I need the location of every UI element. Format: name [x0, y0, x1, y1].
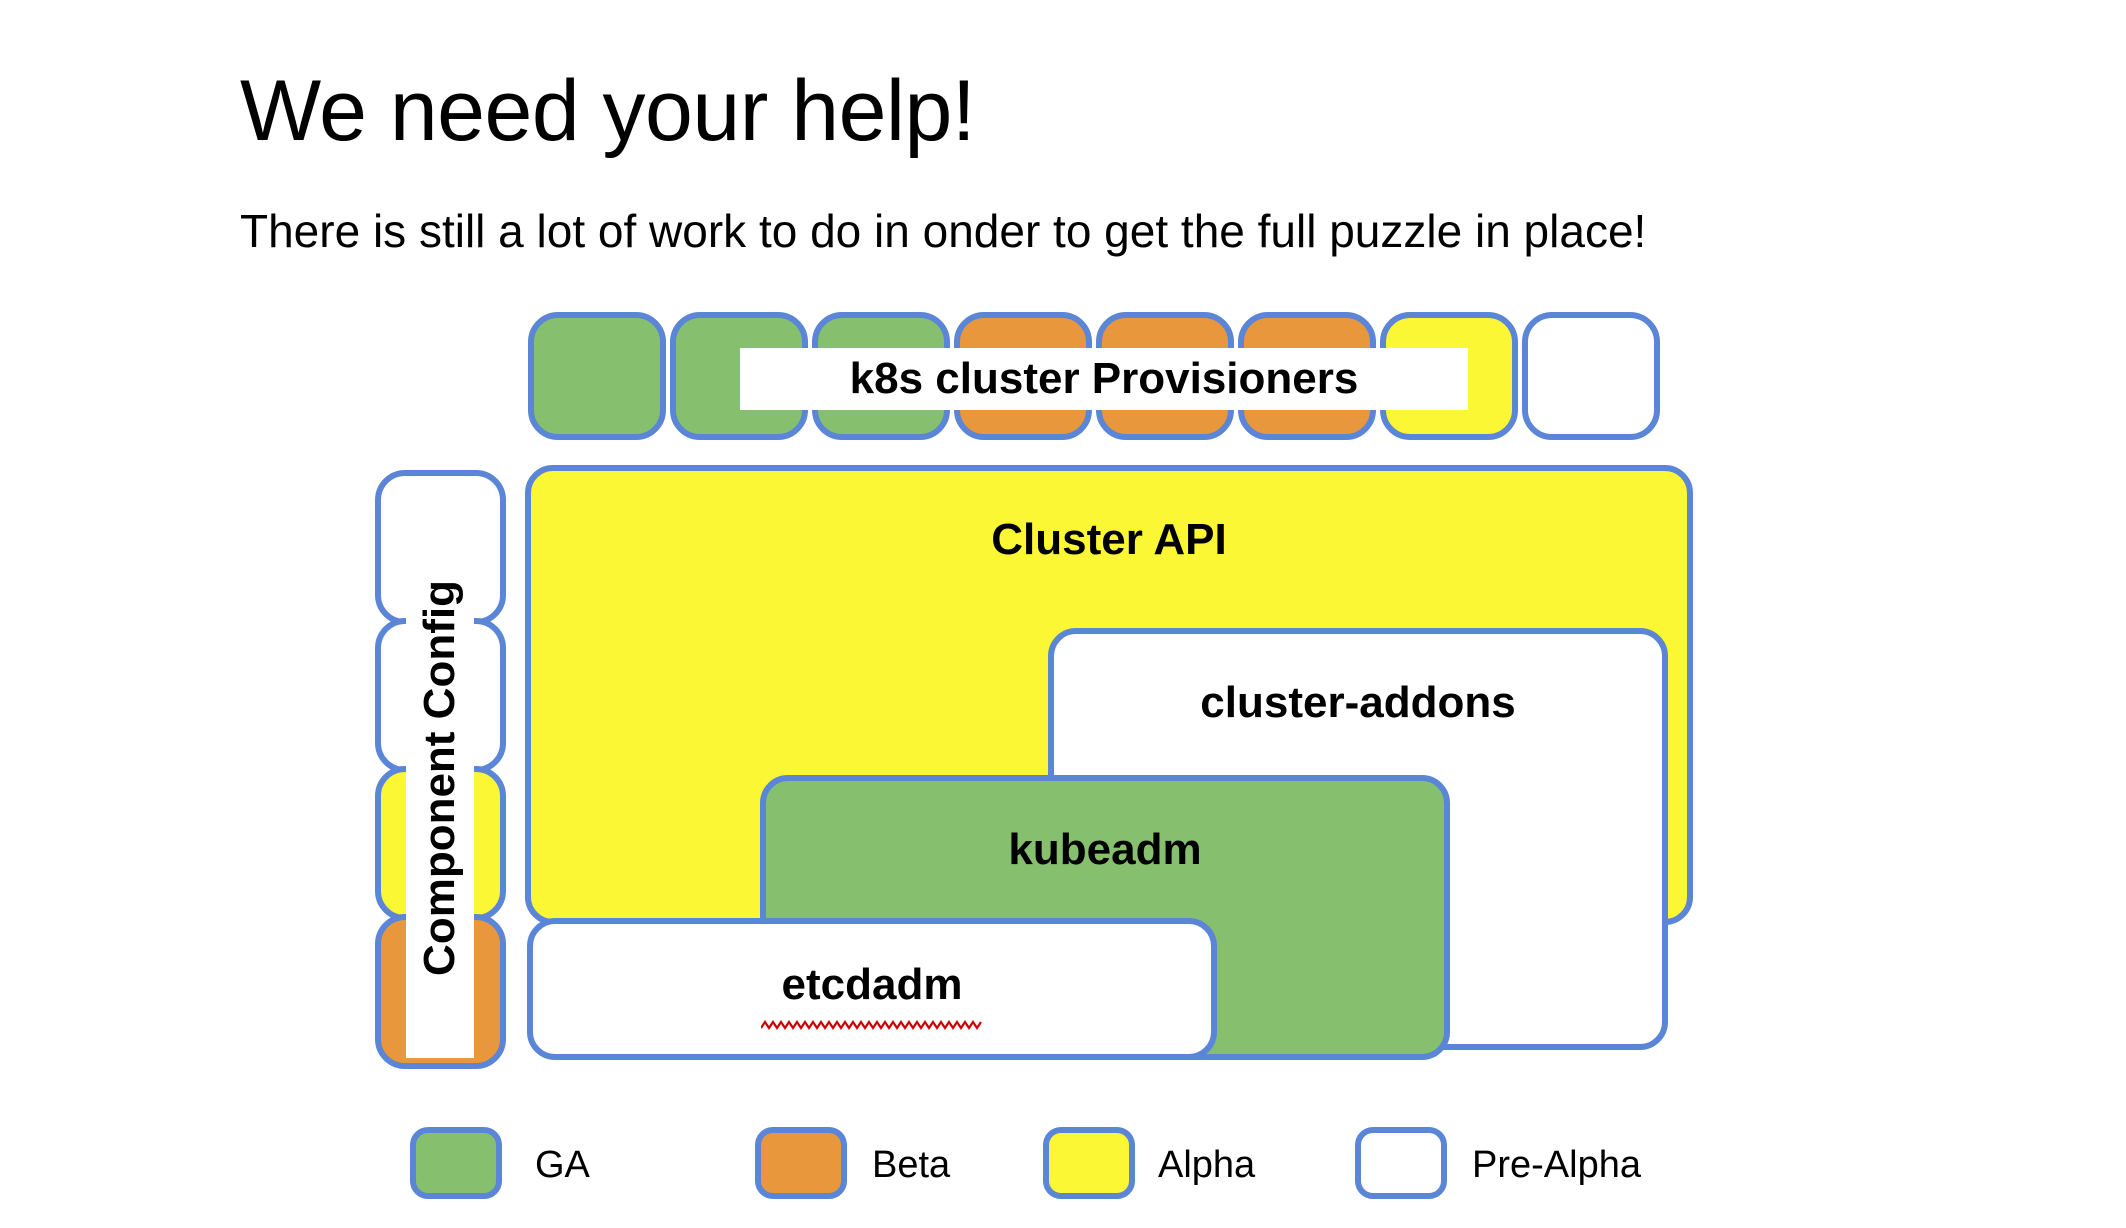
provisioner-box-8 — [1522, 312, 1660, 440]
spellcheck-squiggle-icon — [761, 1020, 982, 1030]
legend-label-alpha: Alpha — [1158, 1144, 1256, 1186]
legend-label-beta: Beta — [872, 1144, 951, 1186]
legend-swatch-beta — [755, 1127, 847, 1199]
page-subtitle: There is still a lot of work to do in on… — [240, 205, 1647, 257]
component-config-label-text: Component Config — [415, 580, 465, 976]
provisioner-box-1 — [528, 312, 666, 440]
legend-swatch-ga — [410, 1127, 502, 1199]
legend-label-ga: GA — [535, 1144, 590, 1186]
component-config-label: Component Config — [406, 498, 474, 1058]
region-kubeadm-label: kubeadm — [1008, 825, 1202, 874]
region-etcdadm-label: etcdadm — [781, 960, 963, 1009]
region-cluster-addons-label: cluster-addons — [1200, 678, 1516, 727]
legend-swatch-pre-alpha — [1355, 1127, 1447, 1199]
legend-swatch-alpha — [1043, 1127, 1135, 1199]
legend-label-pre-alpha: Pre-Alpha — [1472, 1144, 1641, 1186]
page-title: We need your help! — [240, 62, 976, 159]
provisioners-label: k8s cluster Provisioners — [740, 348, 1468, 410]
region-etcdadm: etcdadm — [527, 918, 1217, 1060]
region-cluster-api-label: Cluster API — [991, 515, 1227, 564]
